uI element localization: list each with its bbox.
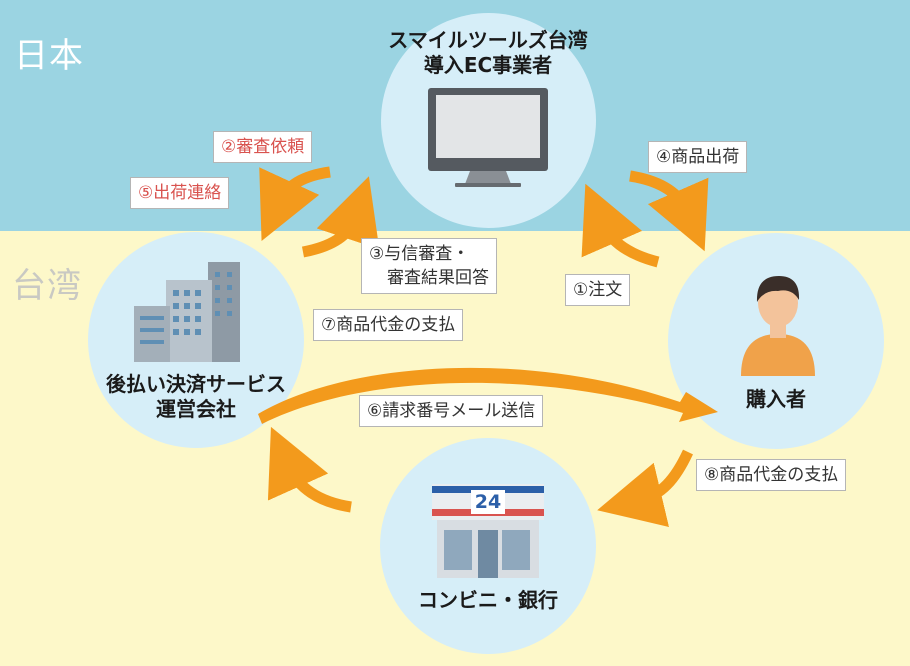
region-label-taiwan: 台湾 bbox=[12, 266, 82, 306]
person-icon bbox=[741, 276, 815, 376]
monitor-icon bbox=[428, 88, 548, 187]
payment-company-label-line1: 後払い決済サービス bbox=[106, 372, 286, 396]
step-6-label: ⑥請求番号メール送信 bbox=[359, 395, 544, 427]
store-label: コンビニ・銀行 bbox=[418, 588, 558, 612]
step-3-label-line1: ③与信審査・ bbox=[369, 244, 470, 264]
arrow-4-ship bbox=[629, 170, 709, 252]
step-1-label: ①注文 bbox=[565, 274, 631, 306]
arrow-3-review-result bbox=[301, 176, 380, 258]
payment-company-label: 後払い決済サービス 運営会社 bbox=[74, 372, 318, 422]
step-5-label: ⑤出荷連絡 bbox=[130, 177, 230, 209]
merchant-label-line1: スマイルツールズ台湾 bbox=[388, 28, 588, 52]
step-4-label: ④商品出荷 bbox=[648, 141, 748, 173]
office-buildings-icon bbox=[134, 262, 240, 362]
convenience-store-icon bbox=[432, 484, 544, 578]
merchant-label: スマイルツールズ台湾 導入EC事業者 bbox=[388, 28, 588, 78]
buyer-label: 購入者 bbox=[746, 387, 806, 411]
payment-company-label-line2: 運営会社 bbox=[156, 397, 236, 421]
arrow-7-payment-store bbox=[267, 426, 352, 513]
step-7-label: ⑦商品代金の支払 bbox=[313, 309, 464, 341]
arrow-1-order bbox=[581, 183, 660, 268]
step-3-label-line2: 審査結果回答 bbox=[387, 268, 489, 288]
store-sign: 24 bbox=[474, 491, 502, 513]
step-3-label: ③与信審査・ 審査結果回答 bbox=[361, 238, 497, 294]
arrow-2-review-request bbox=[259, 166, 331, 241]
merchant-label-line2: 導入EC事業者 bbox=[423, 53, 553, 77]
step-2-label: ②審査依頼 bbox=[213, 131, 313, 163]
arrow-8-payment-buyer bbox=[597, 449, 693, 527]
region-label-japan: 日本 bbox=[14, 36, 84, 76]
arrow-6-billing-email bbox=[258, 367, 718, 424]
step-8-label: ⑧商品代金の支払 bbox=[696, 459, 847, 491]
